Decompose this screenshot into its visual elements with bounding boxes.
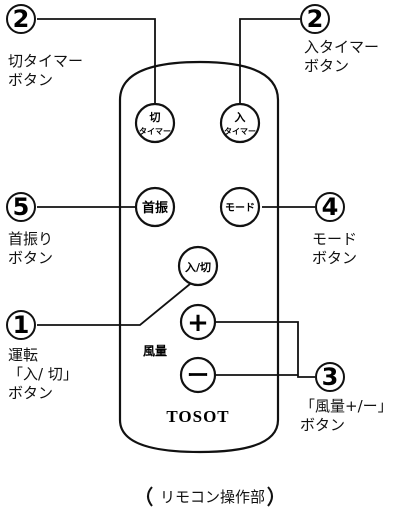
diagram-caption: リモコン操作部 <box>160 488 266 506</box>
mode-button-label: モード <box>225 202 255 214</box>
brand-logo: TOSOT <box>166 407 229 426</box>
callout-power-marker: 1 <box>6 310 36 340</box>
fan-plus-button-label: + <box>187 308 209 338</box>
fan-minus-button-label: ー <box>187 364 209 389</box>
callout-off-timer-marker: 2 <box>6 4 36 34</box>
off-timer-button-label: 切 <box>150 111 161 124</box>
callout-power-number: 1 <box>13 311 30 339</box>
callout-on-timer-number: 2 <box>307 5 324 33</box>
off-timer-callout-label: 切タイマー ボタン <box>8 52 84 89</box>
callout-on-timer-marker: 2 <box>300 4 330 34</box>
fan-speed-label: 風量 <box>143 344 167 358</box>
on-timer-button-sublabel: タイマー <box>224 126 256 136</box>
power-button-label: 入/切 <box>185 261 211 274</box>
swing-callout-label: 首振り ボタン <box>8 230 54 267</box>
off-timer-button[interactable]: 切 タイマー <box>134 102 176 144</box>
swing-button[interactable]: 首振 <box>134 186 176 228</box>
callout-markers: 2 2 5 4 1 3 <box>6 4 345 392</box>
leader-lines <box>37 18 315 378</box>
swing-button-label: 首振 <box>142 200 168 216</box>
fan-minus-button[interactable]: ー <box>179 356 217 394</box>
on-timer-button-label: 入 <box>235 111 246 124</box>
callout-swing-number: 5 <box>13 193 30 221</box>
power-button[interactable]: 入/切 <box>177 245 219 287</box>
callout-off-timer-number: 2 <box>13 5 30 33</box>
callout-mode-number: 4 <box>322 193 339 221</box>
caption-brackets <box>147 486 273 507</box>
leader-off-timer <box>37 18 156 104</box>
power-callout-label: 運転 「入/ 切」 ボタン <box>8 346 78 402</box>
mode-button[interactable]: モード <box>219 186 261 228</box>
fan-callout-label: 「風量+/ー」 ボタン <box>300 397 393 434</box>
on-timer-callout-label: 入タイマー ボタン <box>304 38 380 75</box>
mode-callout-label: モード ボタン <box>312 230 358 267</box>
callout-swing-marker: 5 <box>6 192 36 222</box>
on-timer-button[interactable]: 入 タイマー <box>219 102 261 144</box>
leader-power <box>37 283 191 326</box>
callout-mode-marker: 4 <box>315 192 345 222</box>
callout-fan-number: 3 <box>322 363 339 391</box>
callout-fan-marker: 3 <box>315 362 345 392</box>
leader-on-timer <box>239 18 300 104</box>
fan-plus-button[interactable]: + <box>179 303 217 341</box>
off-timer-button-sublabel: タイマー <box>139 126 171 136</box>
leader-fan <box>212 321 315 378</box>
